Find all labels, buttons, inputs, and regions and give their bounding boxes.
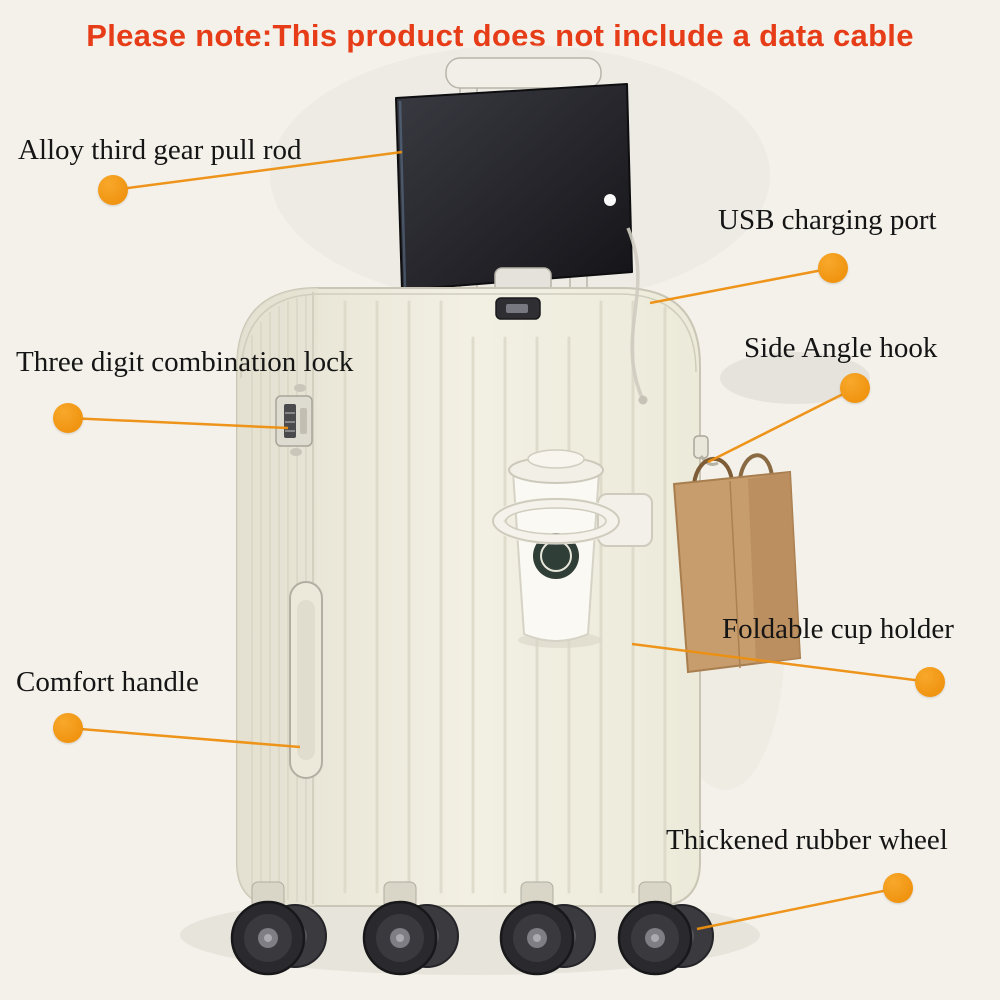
cable-plug <box>638 395 648 405</box>
callout-line-pull-rod <box>112 150 403 192</box>
wheel-caster <box>362 881 459 976</box>
callout-dot-combination-lock <box>53 403 83 433</box>
comfort-handle <box>289 581 323 779</box>
wheel-caster <box>230 881 327 976</box>
cup-logo <box>533 533 579 579</box>
wheels <box>230 881 714 976</box>
callout-lines <box>67 150 931 931</box>
cup-holder <box>492 449 653 648</box>
callout-dot-pull-rod <box>98 175 128 205</box>
tablet <box>395 83 633 295</box>
pull-rod-handle <box>445 57 602 89</box>
callout-dot-side-hook <box>840 373 870 403</box>
callout-line-usb-port <box>649 266 834 305</box>
label-side-hook: Side Angle hook <box>744 332 938 364</box>
cup-holder-ring <box>492 497 620 545</box>
callout-dot-usb-port <box>818 253 848 283</box>
label-rubber-wheel: Thickened rubber wheel <box>666 824 948 856</box>
charging-cable <box>626 227 644 399</box>
callout-dot-cup-holder <box>915 667 945 697</box>
label-combination-lock: Three digit combination lock <box>16 346 354 378</box>
callout-line-cup-holder <box>631 642 931 684</box>
usb-charging-port <box>495 297 541 320</box>
callout-line-rubber-wheel <box>696 886 899 931</box>
label-cup-holder: Foldable cup holder <box>722 613 954 645</box>
callout-line-comfort-handle <box>67 726 301 749</box>
wheel-caster <box>499 881 596 976</box>
label-usb-port: USB charging port <box>718 204 937 236</box>
callout-line-combination-lock <box>67 416 289 430</box>
callout-dot-comfort-handle <box>53 713 83 743</box>
label-pull-rod: Alloy third gear pull rod <box>18 134 302 166</box>
combination-lock <box>275 384 313 456</box>
side-hook <box>693 435 719 466</box>
tablet-camera-dot <box>604 194 616 206</box>
callout-dot-rubber-wheel <box>883 873 913 903</box>
wheel-caster <box>617 881 714 976</box>
callout-line-side-hook <box>707 386 856 464</box>
paper-bag <box>672 453 802 674</box>
cup <box>508 449 604 642</box>
label-comfort-handle: Comfort handle <box>16 666 199 698</box>
